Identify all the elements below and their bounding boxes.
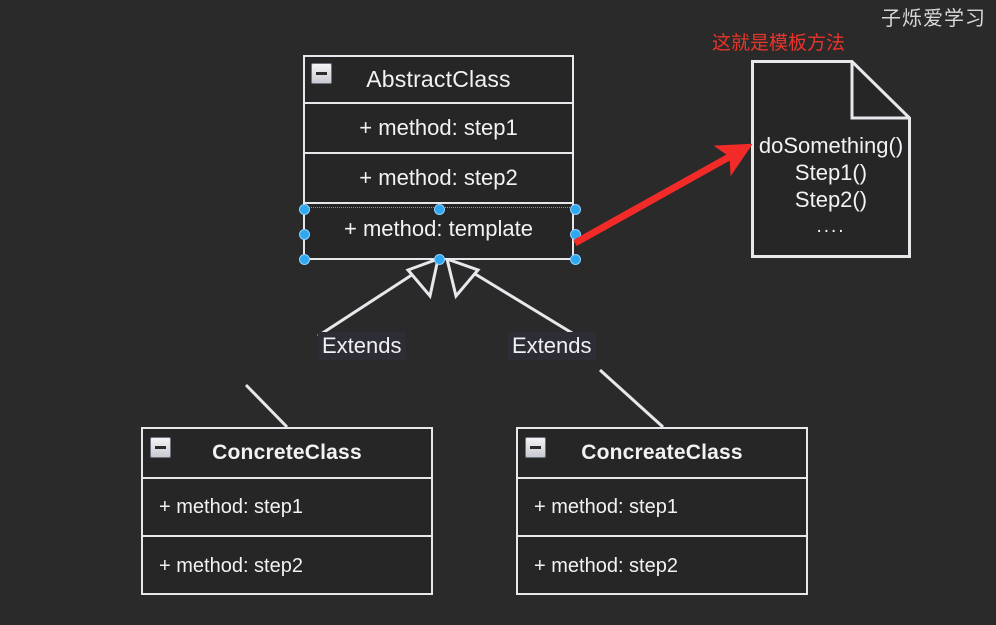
red-arrow-line — [573, 143, 753, 247]
generalization-line-left — [244, 383, 289, 429]
class-box-concrete-class[interactable]: ConcreteClass + method: step1 + method: … — [141, 427, 433, 595]
watermark-text: 子烁爱学习 — [881, 8, 986, 30]
class-box-abstract-class[interactable]: AbstractClass + method: step1 + method: … — [303, 55, 574, 260]
class-name-concrete-class: ConcreteClass — [212, 441, 362, 464]
annotation-red-text: 这就是模板方法 — [712, 33, 846, 54]
note-shape[interactable]: doSomething() Step1() Step2() .... — [751, 60, 911, 258]
class-member-row[interactable]: + method: step1 — [143, 479, 431, 537]
class-member-label: + method: step2 — [534, 554, 678, 577]
generalization-line-left-upper — [317, 265, 425, 338]
generalization-line-right-upper — [461, 264, 578, 338]
class-header-concrete-class: ConcreteClass — [143, 429, 431, 479]
class-header-concreate-class: ConcreateClass — [518, 429, 806, 479]
class-member-label: + method: step1 — [534, 495, 678, 518]
class-header-abstract-class: AbstractClass — [305, 57, 572, 104]
class-box-concreate-class[interactable]: ConcreateClass + method: step1 + method:… — [516, 427, 808, 595]
class-member-row[interactable]: + method: step2 — [143, 537, 431, 595]
minus-icon[interactable] — [525, 437, 546, 458]
class-member-row[interactable]: + method: step2 — [305, 154, 572, 204]
class-member-label: + method: step1 — [359, 115, 518, 140]
generalization-arrowhead-right — [444, 256, 481, 300]
class-name-abstract-class: AbstractClass — [366, 66, 511, 92]
relationship-label-extends-right: Extends — [508, 332, 596, 360]
generalization-arrowhead-left — [405, 256, 441, 300]
class-member-label: + method: step2 — [159, 554, 303, 577]
class-member-row-template[interactable]: + method: template — [305, 204, 572, 254]
note-body — [751, 60, 911, 258]
generalization-line-right — [598, 368, 665, 429]
relationship-label-extends-left: Extends — [318, 332, 406, 360]
class-member-label: + method: template — [344, 216, 533, 241]
class-member-label: + method: step2 — [359, 165, 518, 190]
class-member-row[interactable]: + method: step2 — [518, 537, 806, 595]
note-fold-icon — [850, 61, 910, 120]
minus-icon[interactable] — [150, 437, 171, 458]
minus-icon[interactable] — [311, 63, 332, 84]
class-member-row[interactable]: + method: step1 — [305, 104, 572, 154]
class-member-label: + method: step1 — [159, 495, 303, 518]
class-name-concreate-class: ConcreateClass — [581, 441, 743, 464]
class-member-row[interactable]: + method: step1 — [518, 479, 806, 537]
